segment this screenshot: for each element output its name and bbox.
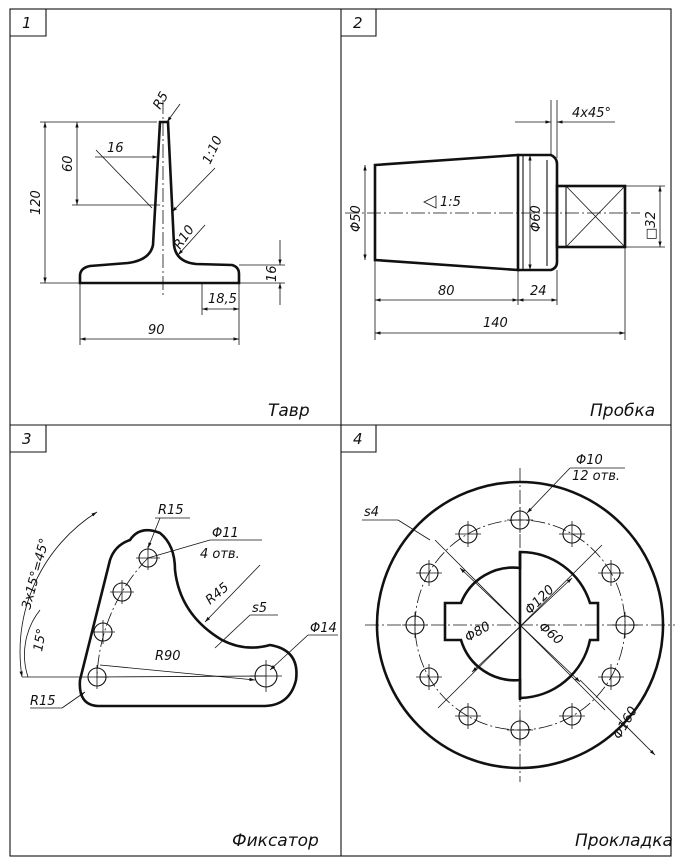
dim-s4: s4: [364, 505, 379, 520]
dim-4-holes: 4 отв.: [200, 547, 240, 562]
dim-12-holes: 12 отв.: [572, 469, 620, 484]
tee-section-drawing: 120 60 16 R5 1:10 R10 16 18,5 90: [29, 90, 285, 345]
dim-phi50: Φ50: [349, 205, 364, 232]
dim-phi11: Φ11: [212, 526, 239, 541]
dim-cone-1-5: 1:5: [440, 195, 461, 210]
panel-1-number-box: 1: [10, 9, 47, 37]
dim-phi120: Φ120: [522, 582, 557, 617]
panel-2-number-box: 2: [341, 9, 377, 37]
dim-90: 90: [148, 323, 165, 338]
panel-3-number: 3: [22, 430, 32, 448]
dim-phi14: Φ14: [310, 621, 337, 636]
panel-3-number-box: 3: [10, 425, 47, 453]
sheet-frame: [9, 8, 672, 857]
gasket-drawing: Φ10 12 отв. s4 Φ120 Φ80 Φ60 Φ160: [362, 453, 675, 782]
dim-phi80: Φ80: [463, 619, 494, 645]
dim-taper-1-10: 1:10: [200, 134, 226, 167]
dim-120: 120: [29, 190, 44, 215]
panel-3-caption: Фиксатор: [232, 831, 319, 851]
dim-16-web: 16: [107, 141, 124, 156]
panel-4-caption: Прокладка: [575, 831, 673, 851]
latch-hole: [110, 580, 134, 604]
dim-18-5: 18,5: [208, 292, 237, 307]
dim-r15-bottom: R15: [30, 694, 56, 709]
dim-phi10: Φ10: [576, 453, 603, 468]
panel-1-caption: Тавр: [268, 401, 310, 421]
dim-angle-45: 3x15°=45°: [19, 537, 52, 611]
dim-80: 80: [438, 284, 455, 299]
dim-140: 140: [483, 316, 508, 331]
dim-r5: R5: [150, 90, 172, 112]
panel-4-number: 4: [353, 430, 363, 448]
dim-r90: R90: [155, 649, 181, 664]
plug-drawing: Φ50 Φ60 1:5 4x45° □32 80 24 140: [345, 100, 665, 340]
dim-chamfer: 4x45°: [572, 106, 611, 121]
dim-60: 60: [61, 155, 76, 172]
dim-r15-top: R15: [158, 503, 184, 518]
gasket-holes: [402, 507, 638, 743]
dim-24: 24: [530, 284, 547, 299]
panel-2-caption: Пробка: [590, 401, 655, 421]
dim-s5: s5: [252, 601, 267, 616]
dim-square-32: □32: [644, 211, 659, 240]
dim-angle-15: 15°: [31, 627, 50, 652]
dim-phi60: Φ60: [529, 205, 544, 232]
panel-2-number: 2: [353, 14, 363, 32]
latch-drawing: R90 Φ11 4 отв. R15 R45 s5 Φ14 3x15°=45° …: [19, 503, 338, 709]
dim-16-flange: 16: [265, 265, 280, 282]
panel-1-number: 1: [22, 14, 32, 32]
dim-r45: R45: [203, 580, 232, 608]
panel-4-number-box: 4: [341, 425, 377, 453]
